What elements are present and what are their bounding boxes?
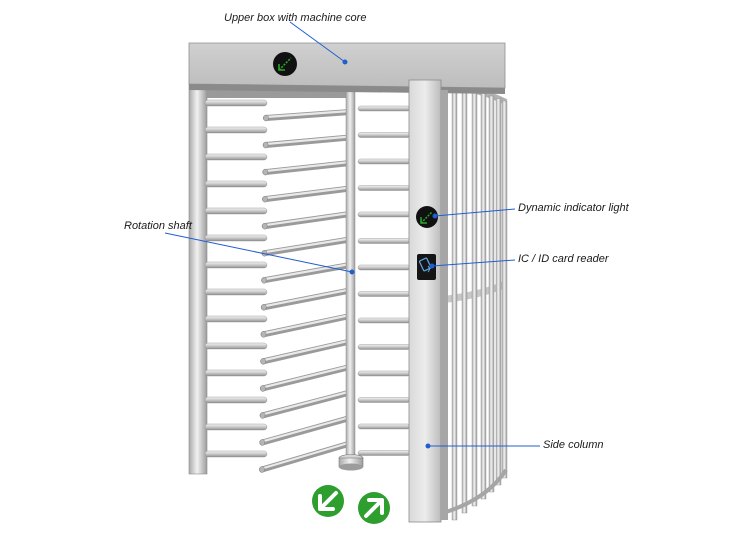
leader-dot-rotation-shaft bbox=[349, 269, 355, 275]
rotor-arm-highlight bbox=[264, 135, 352, 146]
rotor-arm-tip bbox=[259, 466, 265, 473]
leader-indicator-light bbox=[434, 208, 516, 217]
side-column-front bbox=[408, 79, 442, 523]
rotor-arm-highlight bbox=[262, 313, 352, 335]
rotor-arm-highlight bbox=[262, 339, 352, 362]
cage-bar bbox=[461, 88, 468, 514]
curved-cage bbox=[409, 79, 508, 522]
rotor-arm-tip bbox=[262, 195, 268, 203]
side-column-edge bbox=[441, 90, 448, 520]
leader-dot-upper-box bbox=[342, 59, 348, 65]
fixed-bar bbox=[357, 105, 411, 112]
rotor-arm-highlight bbox=[261, 415, 352, 443]
cage-bar bbox=[501, 100, 508, 479]
rotor-arm-highlight bbox=[263, 211, 352, 227]
rotor-arm-tip bbox=[260, 385, 266, 392]
fixed-bar bbox=[204, 369, 268, 377]
diagonal-arrow-indicator-icon bbox=[416, 206, 438, 228]
label-indicator-light: Dynamic indicator light bbox=[518, 202, 629, 214]
cage-vertical-bars bbox=[451, 85, 508, 521]
fixed-bar bbox=[357, 291, 411, 297]
fixed-bar bbox=[357, 185, 411, 191]
card-reader-icon bbox=[417, 254, 436, 280]
rotor-arm-highlight bbox=[261, 364, 352, 389]
fixed-bar bbox=[204, 288, 268, 296]
rotor-arm-tip bbox=[260, 331, 267, 338]
fixed-bar bbox=[357, 158, 411, 165]
diagonal-arrow-indicator-icon bbox=[273, 52, 297, 76]
leader-dot-indicator-light bbox=[432, 213, 438, 219]
rotor-arm-highlight bbox=[264, 109, 352, 119]
fixed-bar bbox=[204, 234, 268, 242]
rotor-arms bbox=[259, 109, 353, 473]
upper-box bbox=[188, 42, 506, 94]
fixed-bar bbox=[204, 207, 268, 215]
rotor-arm-highlight bbox=[263, 186, 352, 200]
fixed-bar bbox=[357, 132, 411, 138]
rotor-arm-tip bbox=[259, 439, 266, 446]
rotor-arm-highlight bbox=[263, 237, 352, 254]
label-rotation-shaft: Rotation shaft bbox=[124, 220, 192, 232]
back-panel bbox=[207, 90, 347, 98]
leader-rotation-shaft bbox=[164, 232, 353, 273]
fixed-bar bbox=[204, 126, 268, 134]
left-frame-post bbox=[188, 81, 208, 475]
arrow-down-left-icon bbox=[312, 485, 344, 517]
fixed-bar bbox=[357, 317, 411, 324]
side-column bbox=[408, 79, 448, 523]
rotor-arm-tip bbox=[263, 114, 269, 122]
leader-lines bbox=[164, 21, 540, 449]
rotor-arm-tip bbox=[261, 276, 267, 284]
fixed-bar bbox=[357, 211, 411, 218]
fixed-bar bbox=[204, 99, 268, 107]
rotor-arm-highlight bbox=[263, 262, 352, 281]
upper-box-front bbox=[188, 42, 506, 89]
leader-card-reader bbox=[431, 259, 516, 267]
cage-bar bbox=[495, 98, 502, 486]
fixed-bar bbox=[357, 344, 411, 350]
shaft-base-bottom bbox=[339, 463, 363, 471]
label-side-column: Side column bbox=[543, 439, 604, 451]
fixed-bars-left bbox=[204, 99, 268, 458]
fixed-bar bbox=[357, 423, 411, 430]
rotor-arm-tip bbox=[262, 222, 268, 230]
fixed-bars-right bbox=[357, 105, 411, 456]
fixed-bar bbox=[204, 261, 268, 269]
arrow-up-right-icon bbox=[358, 492, 390, 524]
rotor-arm-tip bbox=[262, 141, 269, 149]
cage-bar bbox=[471, 90, 478, 507]
rotor-arm-highlight bbox=[262, 288, 352, 308]
fixed-bar bbox=[357, 450, 411, 456]
fixed-bar bbox=[204, 396, 268, 404]
fixed-bar bbox=[357, 397, 411, 403]
label-upper-box: Upper box with machine core bbox=[224, 12, 367, 24]
fixed-bar bbox=[357, 238, 411, 244]
rotor-arm-highlight bbox=[264, 160, 352, 173]
fixed-bar bbox=[357, 370, 411, 377]
leader-dot-side-column bbox=[425, 443, 431, 449]
rotor-arm-highlight bbox=[261, 390, 352, 416]
rotor-arm-tip bbox=[262, 168, 269, 176]
fixed-bar bbox=[204, 450, 268, 458]
fixed-bar bbox=[204, 153, 268, 161]
fixed-bar bbox=[357, 264, 411, 271]
label-card-reader: IC / ID card reader bbox=[518, 253, 609, 265]
leader-upper-box bbox=[289, 21, 346, 63]
rotor-arm-tip bbox=[259, 412, 266, 419]
fixed-bar bbox=[204, 423, 268, 431]
fixed-bar bbox=[204, 342, 268, 350]
rotor-arm-tip bbox=[260, 358, 266, 365]
rotor-arm-highlight bbox=[260, 441, 352, 470]
fixed-bar bbox=[204, 180, 268, 188]
fixed-bar bbox=[204, 315, 268, 323]
leader-dot-card-reader bbox=[429, 263, 435, 269]
rotor-arm-tip bbox=[261, 304, 267, 311]
cage-bar bbox=[451, 85, 458, 521]
cage-bar bbox=[480, 93, 487, 500]
rotation-shaft bbox=[338, 87, 364, 471]
cage-bar bbox=[488, 95, 495, 493]
